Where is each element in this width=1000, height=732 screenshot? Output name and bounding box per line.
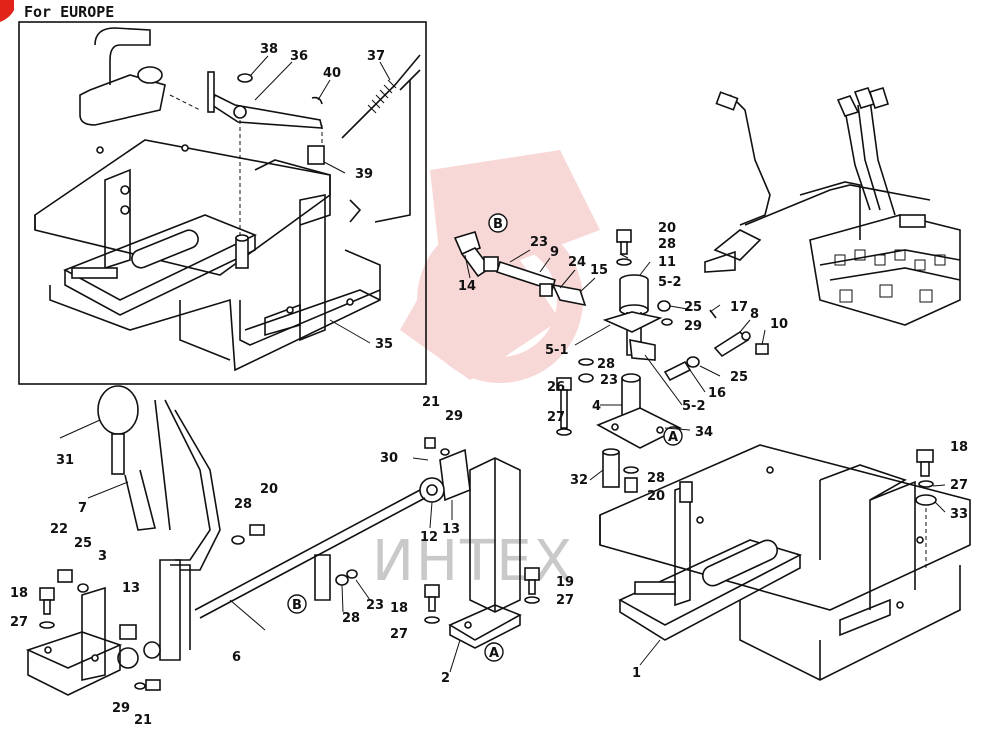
label-14: 14 — [458, 279, 476, 294]
label-16: 16 — [708, 386, 726, 401]
label-29c: 29 — [112, 701, 130, 716]
center-parts — [453, 229, 769, 493]
callout-b-bottom: B — [287, 594, 307, 614]
watermark-text: ИНТЕХ — [372, 529, 574, 594]
europe-inset-frame — [18, 21, 427, 385]
label-5-2b: 5-2 — [682, 399, 706, 414]
label-34: 34 — [695, 425, 713, 440]
label-2: 2 — [441, 671, 450, 686]
label-28d: 28 — [234, 497, 252, 512]
label-28e: 28 — [342, 611, 360, 626]
svg-text:B: B — [292, 598, 302, 613]
label-10: 10 — [770, 317, 788, 332]
label-17: 17 — [730, 300, 748, 315]
label-25b: 25 — [730, 370, 748, 385]
label-22: 22 — [50, 522, 68, 537]
label-4: 4 — [592, 399, 601, 414]
leader-lines — [59, 55, 946, 673]
label-20c: 20 — [260, 482, 278, 497]
label-36: 36 — [290, 49, 308, 64]
label-13a: 13 — [442, 522, 460, 537]
label-19: 19 — [556, 575, 574, 590]
label-18a: 18 — [950, 440, 968, 455]
label-12: 12 — [420, 530, 438, 545]
label-8: 8 — [750, 307, 759, 322]
label-25a: 25 — [684, 300, 702, 315]
label-39: 39 — [355, 167, 373, 182]
mid-bolts — [424, 567, 540, 624]
label-9: 9 — [550, 245, 559, 260]
label-21b: 21 — [134, 713, 152, 728]
header-title: For EUROPE — [24, 3, 114, 21]
label-33: 33 — [950, 507, 968, 522]
right-bolts — [915, 449, 937, 570]
label-23c: 23 — [366, 598, 384, 613]
label-21a: 21 — [422, 395, 440, 410]
label-20b: 20 — [647, 489, 665, 504]
label-7: 7 — [78, 501, 87, 516]
label-28c: 28 — [647, 471, 665, 486]
label-15: 15 — [590, 263, 608, 278]
label-26: 26 — [547, 380, 565, 395]
inset-assembly — [34, 27, 421, 372]
label-40: 40 — [323, 66, 341, 81]
label-1: 1 — [632, 666, 641, 681]
label-6: 6 — [232, 650, 241, 665]
label-5-1: 5-1 — [545, 343, 569, 358]
label-27b: 27 — [950, 478, 968, 493]
label-28a: 28 — [658, 237, 676, 252]
bracket-3 — [25, 569, 123, 696]
label-27e: 27 — [10, 615, 28, 630]
label-3: 3 — [98, 549, 107, 564]
label-18b: 18 — [390, 601, 408, 616]
label-28b: 28 — [597, 357, 615, 372]
label-5-2a: 5-2 — [658, 275, 682, 290]
label-18c: 18 — [10, 586, 28, 601]
svg-text:B: B — [493, 217, 503, 232]
callout-a-right: A — [663, 426, 683, 446]
label-24: 24 — [568, 255, 586, 270]
label-31: 31 — [56, 453, 74, 468]
control-stand — [704, 87, 961, 326]
label-35: 35 — [375, 337, 393, 352]
base-frame-1 — [599, 444, 971, 681]
label-30: 30 — [380, 451, 398, 466]
label-27d: 27 — [390, 627, 408, 642]
label-29a: 29 — [684, 319, 702, 334]
label-29b: 29 — [445, 409, 463, 424]
label-27c: 27 — [556, 593, 574, 608]
label-38: 38 — [260, 42, 278, 57]
label-13b: 13 — [122, 581, 140, 596]
svg-text:A: A — [489, 646, 499, 661]
svg-text:A: A — [668, 430, 678, 445]
label-23a: 23 — [600, 373, 618, 388]
callout-b-top: B — [488, 213, 508, 233]
label-27a: 27 — [547, 410, 565, 425]
corner-mark — [0, 0, 14, 22]
label-25c: 25 — [74, 536, 92, 551]
label-20a: 20 — [658, 221, 676, 236]
label-37: 37 — [367, 49, 385, 64]
part-labels: 38 36 40 37 39 35 20 28 11 5-2 25 17 8 1… — [10, 42, 968, 728]
lever-assembly — [97, 385, 265, 691]
label-23b: 23 — [530, 235, 548, 250]
label-11: 11 — [658, 255, 676, 270]
label-32: 32 — [570, 473, 588, 488]
callout-a-bottom: A — [484, 642, 504, 662]
